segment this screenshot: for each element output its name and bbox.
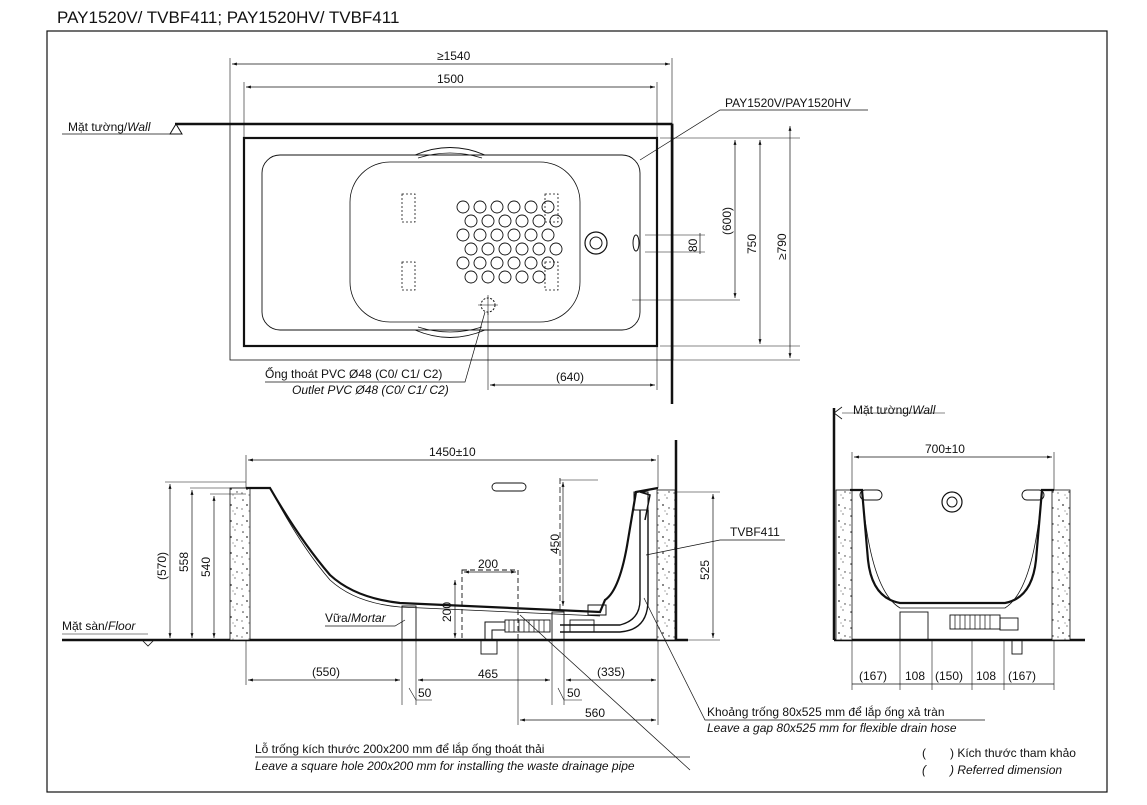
dim-end-108-left: 108: [905, 669, 925, 683]
dim-550: (550): [312, 665, 340, 679]
dim-200-width: 200: [478, 557, 498, 571]
outlet-label-en: Outlet PVC Ø48 (C0/ C1/ C2): [292, 383, 449, 397]
dim-width: 1500: [437, 72, 464, 86]
dim-335: (335): [597, 665, 625, 679]
top-view: [62, 58, 868, 404]
outlet-label-vi: Ống thoát PVC Ø48 (C0/ C1/ C2): [265, 366, 442, 381]
dim-790: ≥790: [775, 233, 789, 260]
dim-525: 525: [698, 560, 712, 580]
floor-label: Mặt sàn/Floor: [62, 619, 136, 633]
dim-total-width: ≥1540: [437, 49, 471, 63]
side-view-labels: 1450±10 (570) 558 540 450 200 200 525 TV…: [62, 445, 780, 720]
dim-50-a: 50: [418, 686, 432, 700]
massage-holes: [456, 200, 563, 284]
mortar-label: Vữa/Mortar: [325, 611, 387, 625]
dim-560: 560: [585, 706, 605, 720]
dim-end-167-right: (167): [1008, 669, 1036, 683]
legend-paren-en: (: [922, 763, 928, 777]
dim-end-150: (150): [935, 669, 963, 683]
dim-640: (640): [556, 370, 584, 384]
wall-label-top: Mặt tường/Wall: [68, 120, 151, 134]
overflow-icon: [584, 231, 608, 255]
top-view-labels: Mặt tường/Wall PAY1520V/PAY1520HV ≥1540 …: [68, 49, 851, 397]
gap-note-vi: Khoảng trống 80x525 mm để lắp ống xả trà…: [707, 704, 945, 719]
legend-vi: ) Kích thước tham khảo: [950, 746, 1076, 760]
wall-label-end: Mặt tường/Wall: [853, 403, 936, 417]
dim-450: 450: [548, 534, 562, 554]
dim-end-108-right: 108: [976, 669, 996, 683]
trap-label: TVBF411: [730, 525, 780, 539]
drawing-title: PAY1520V/ TVBF411; PAY1520HV/ TVBF411: [57, 8, 400, 27]
side-view: [62, 440, 985, 771]
dim-558: 558: [177, 552, 191, 572]
dim-750: 750: [745, 234, 759, 254]
hole-note-vi: Lỗ trống kích thước 200x200 mm để lắp ốn…: [255, 741, 544, 756]
dim-570: (570): [155, 552, 169, 580]
end-view: [832, 406, 1085, 690]
dim-465: 465: [478, 667, 498, 681]
dim-200-height: 200: [440, 602, 454, 622]
dim-end-167-left: (167): [859, 669, 887, 683]
legend-paren-vi: (: [922, 746, 926, 760]
sheet-frame: [46, 30, 1108, 793]
end-view-labels: Mặt tường/Wall 700±10 (167) 108 (150) 10…: [853, 403, 1036, 683]
overflow-end-icon: [941, 491, 963, 513]
dim-length: 1450±10: [429, 445, 476, 459]
dim-600: (600): [720, 207, 734, 235]
model-label: PAY1520V/PAY1520HV: [725, 96, 851, 110]
dim-50-b: 50: [567, 686, 581, 700]
notes: Khoảng trống 80x525 mm để lắp ống xả trà…: [255, 704, 1076, 777]
dim-80: 80: [686, 238, 700, 252]
dim-540: 540: [199, 557, 213, 577]
dim-end-width: 700±10: [925, 442, 965, 456]
gap-note-en: Leave a gap 80x525 mm for flexible drain…: [707, 721, 957, 735]
legend-en: ) Referred dimension: [948, 763, 1062, 777]
hole-note-en: Leave a square hole 200x200 mm for insta…: [255, 759, 635, 773]
